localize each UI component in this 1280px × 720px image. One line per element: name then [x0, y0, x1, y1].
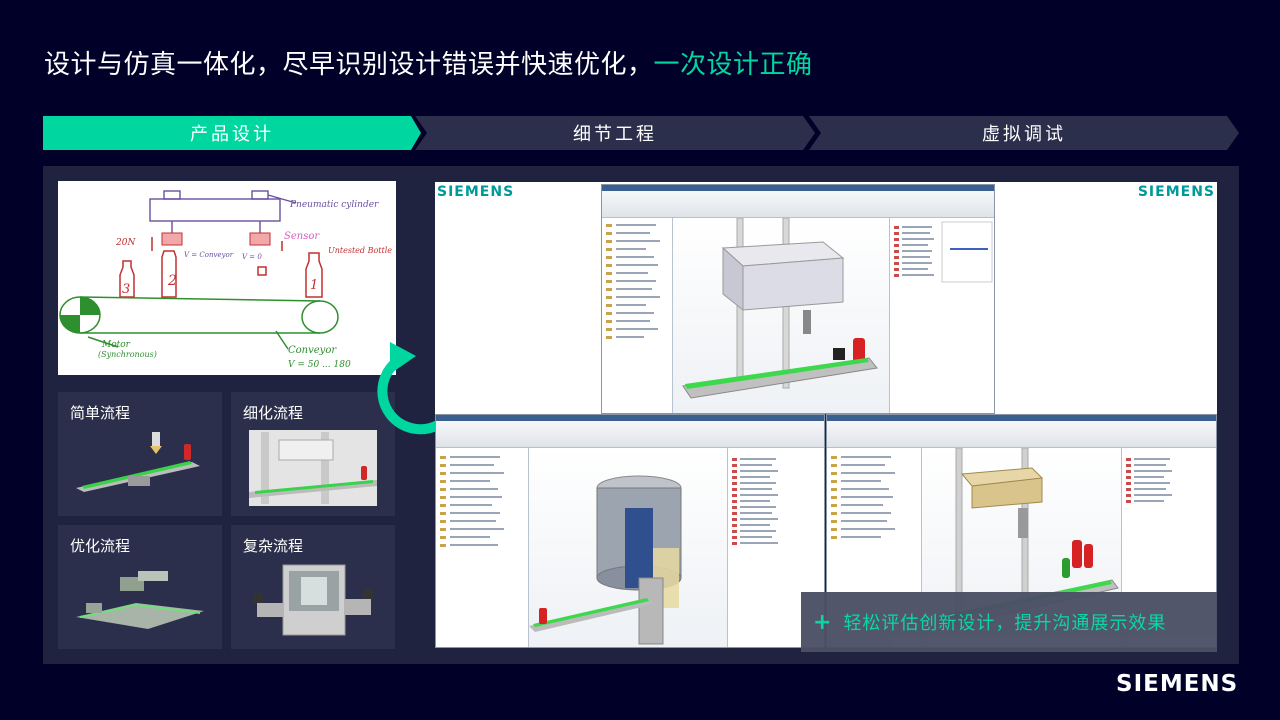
label-motor-sub: (Synchronous) [98, 350, 157, 359]
thumb-label: 简单流程 [70, 404, 131, 422]
label-untested: Untested Bottle [328, 246, 392, 255]
nx-titlebar [436, 415, 824, 421]
thumb-simple-process: 简单流程 [58, 392, 222, 516]
nx-titlebar [602, 185, 994, 191]
sequence-table [894, 221, 993, 283]
label-bottle-2: 2 [167, 273, 177, 289]
nx-ribbon [602, 191, 994, 218]
thumb-label: 细化流程 [243, 404, 304, 422]
navigator-tree [606, 224, 660, 339]
detailed-process-image [249, 430, 377, 506]
label-conveyor: Conveyor [288, 345, 337, 356]
label-conveyor-speed: V = 50 ... 180 [288, 360, 351, 370]
thumb-detailed-process: 细化流程 [231, 392, 395, 516]
sequence-table [1126, 458, 1172, 503]
navigator-tree [831, 456, 895, 539]
label-motor: Motor [101, 340, 131, 350]
nx-navigator [436, 448, 529, 647]
step-detail-engineering: 细节工程 [415, 116, 815, 150]
title-main: 设计与仿真一体化，尽早识别设计错误并快速优化， [44, 50, 654, 80]
label-bottle-3: 3 [122, 282, 130, 297]
label-sensor: Sensor [284, 231, 320, 242]
thumb-label: 优化流程 [70, 537, 131, 555]
complex-process-image [253, 564, 373, 636]
plus-icon: + [813, 609, 832, 635]
step-virtual-commissioning: 虚拟调试 [809, 116, 1239, 150]
concept-sketch: Pneumatic cylinder Sensor Untested Bottl… [58, 181, 396, 375]
machine-model-rotary [529, 475, 682, 645]
nx-navigator [602, 218, 673, 413]
machine-model-simple [682, 217, 878, 399]
title-accent: 一次设计正确 [653, 50, 813, 80]
nx-screenshot-main: SIEMENS SIEMENS [435, 182, 1217, 414]
nx-titlebar [827, 415, 1216, 421]
nx-ribbon [827, 421, 1216, 448]
label-force: 20N [115, 238, 136, 248]
simple-process-image [76, 432, 200, 492]
optimized-process-image [76, 571, 204, 629]
nx-3d-viewport [673, 217, 890, 413]
process-steps: 产品设计 细节工程 虚拟调试 [43, 116, 1239, 150]
nx-ribbon [436, 421, 824, 448]
label-cylinder: Pneumatic cylinder [289, 200, 379, 210]
nx-screenshot-rotary [435, 414, 825, 648]
nx-sequence-editor [889, 218, 994, 413]
siemens-logo: SIEMENS [437, 184, 515, 200]
sequence-table [732, 458, 778, 545]
siemens-logo: SIEMENS [1137, 184, 1215, 200]
label-v-conveyor: V = Conveyor [184, 251, 234, 259]
nx-3d-viewport [529, 448, 728, 647]
benefit-callout: + 轻松评估创新设计，提升沟通展示效果 [801, 592, 1217, 652]
thumb-optimized-process: 优化流程 [58, 525, 222, 649]
label-bottle-1: 1 [310, 278, 318, 293]
navigator-tree [440, 456, 504, 547]
nx-window [601, 184, 995, 414]
thumb-label: 复杂流程 [243, 537, 304, 555]
siemens-footer-logo: SIEMENS [1116, 671, 1239, 697]
nx-window [435, 414, 825, 648]
page-title: 设计与仿真一体化，尽早识别设计错误并快速优化，一次设计正确 [44, 44, 813, 81]
sketch-drawing: Pneumatic cylinder Sensor Untested Bottl… [59, 190, 392, 370]
thumb-complex-process: 复杂流程 [231, 525, 395, 649]
step-product-design: 产品设计 [43, 116, 421, 150]
callout-text: 轻松评估创新设计，提升沟通展示效果 [843, 613, 1167, 634]
label-v-zero: V = 0 [242, 253, 262, 261]
